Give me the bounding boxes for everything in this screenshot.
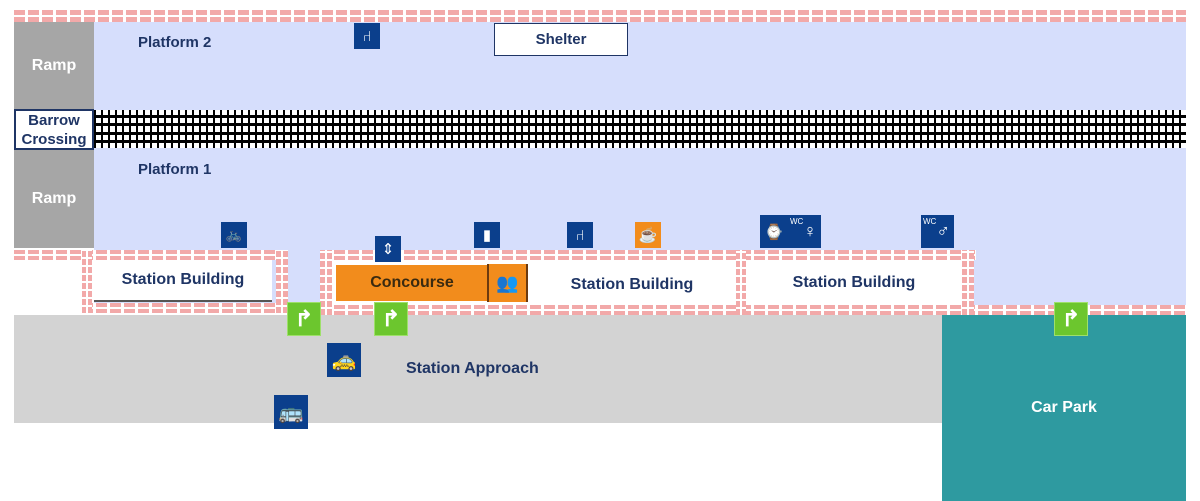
ramp-top[interactable]: Ramp bbox=[14, 22, 94, 110]
ticket-office-icon: 👥 bbox=[487, 264, 528, 302]
wc-label: WC bbox=[790, 217, 804, 226]
shelter[interactable]: Shelter bbox=[494, 23, 628, 56]
wall bbox=[276, 250, 288, 313]
platform-2-label: Platform 2 bbox=[138, 34, 212, 51]
wall bbox=[736, 250, 746, 315]
ticket-machine-icon: ▮ bbox=[474, 222, 500, 248]
wall bbox=[320, 250, 332, 315]
barrow-crossing[interactable]: Barrow Crossing bbox=[14, 109, 94, 150]
wall bbox=[82, 250, 288, 260]
cafe-icon: ☕ bbox=[635, 222, 661, 248]
station-approach[interactable] bbox=[14, 315, 942, 423]
exit-icon[interactable]: ↱ bbox=[1054, 302, 1088, 336]
seat-icon: ⑁ bbox=[354, 23, 380, 49]
station-building-middle[interactable]: Station Building bbox=[570, 276, 694, 293]
exit-icon[interactable]: ↱ bbox=[374, 302, 408, 336]
exit-icon[interactable]: ↱ bbox=[287, 302, 321, 336]
bus-icon: 🚌 bbox=[274, 395, 308, 429]
lift-icon: ⇕ bbox=[375, 236, 401, 262]
seat-icon: ⑁ bbox=[567, 222, 593, 248]
wall-platform-edge bbox=[14, 250, 94, 260]
wall bbox=[82, 303, 288, 313]
concourse[interactable]: Concourse bbox=[336, 265, 488, 301]
bicycle-icon: 🚲 bbox=[221, 222, 247, 248]
platform-1-label: Platform 1 bbox=[138, 161, 212, 178]
wall bbox=[962, 250, 974, 315]
station-building-left[interactable]: Station Building bbox=[94, 260, 272, 302]
taxi-icon: 🚕 bbox=[327, 343, 361, 377]
station-building-right[interactable]: Station Building bbox=[746, 260, 962, 305]
car-park[interactable]: Car Park bbox=[942, 315, 1186, 501]
wc-label: WC bbox=[923, 217, 937, 226]
wall-top bbox=[14, 10, 1186, 22]
wall bbox=[320, 250, 976, 260]
wall bbox=[320, 305, 1186, 315]
waiting-room-icon: ⌚ bbox=[760, 215, 788, 248]
wc-female-icon: WC♀ bbox=[788, 215, 821, 248]
ramp-bottom[interactable]: Ramp bbox=[14, 150, 94, 248]
station-approach-label: Station Approach bbox=[406, 360, 539, 377]
platform-2[interactable] bbox=[94, 22, 1186, 110]
wall bbox=[82, 250, 92, 313]
railway-tracks bbox=[94, 110, 1186, 148]
wc-male-icon: WC♂ bbox=[921, 215, 954, 248]
